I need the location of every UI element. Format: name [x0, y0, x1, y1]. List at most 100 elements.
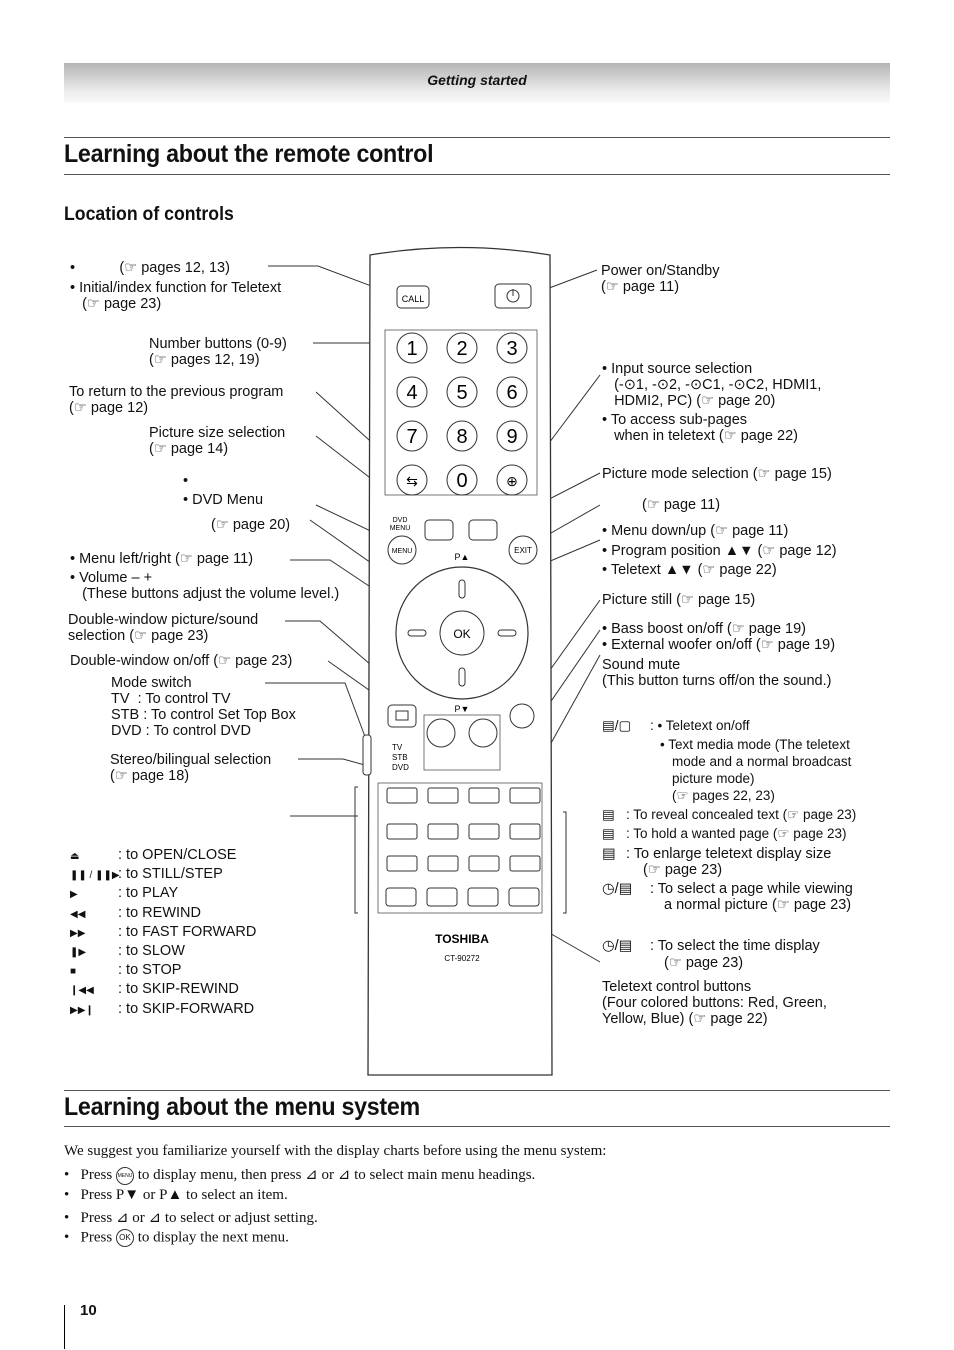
dvd-op-row: ■ : to STOP	[70, 962, 181, 978]
dvd-menu-label: MENU	[390, 525, 411, 532]
label-double-window-onoff: Double-window on/off (☞ page 23)	[70, 653, 293, 669]
digit-button	[396, 376, 428, 408]
dvd-menu-label: DVD	[393, 517, 408, 524]
brand-logo: TOSHIBA	[435, 932, 489, 946]
label-menu-lr: (These buttons adjust the volume level.)	[70, 586, 340, 602]
page-number: 10	[80, 1302, 97, 1319]
dvd-control-button	[427, 823, 459, 840]
digit-button	[396, 332, 428, 364]
dvd-op-text: : to FAST FORWARD	[118, 923, 257, 940]
label-dvd-menu: •	[183, 473, 189, 489]
label-menu-lr: • Volume – +	[70, 570, 153, 586]
label-return: To return to the previous program	[69, 384, 284, 400]
digit-label: 8	[456, 426, 467, 448]
digit-button	[396, 420, 428, 452]
label-mode-switch: STB : To control Set Top Box	[111, 707, 296, 723]
label-power: Power on/Standby	[601, 263, 720, 279]
rule	[64, 137, 890, 138]
dvd-op-row: ◀◀: to REWIND	[70, 905, 201, 921]
label-menu-updown: • Menu down/up (☞ page 11)	[602, 523, 789, 539]
dvd-op-text: : to STILL/STEP	[118, 866, 223, 883]
menu-bullet-text: to select main menu headings.	[354, 1167, 536, 1183]
label-input: • To access sub-pages	[602, 412, 748, 428]
dvd-op-row: ▶▶❙: to SKIP-FORWARD	[70, 1001, 254, 1017]
menu-bullet-text: to select or adjust setting.	[164, 1210, 318, 1226]
label-select-page: : To select a page while viewing	[650, 881, 853, 897]
label-bass-boost: • Bass boost on/off (☞ page 19)	[602, 621, 807, 637]
digit-label: 5	[456, 382, 467, 404]
dvd-op-icon: ■	[70, 966, 77, 978]
dvd-op-text: : to STOP	[118, 962, 182, 979]
menu-bullet: • Press MENU to display menu, then press…	[64, 1166, 536, 1185]
section-title: Location of controls	[64, 204, 234, 225]
label-exit: (☞ page 11)	[642, 497, 721, 513]
label-teletext-control: (Four colored buttons: Red, Green,	[602, 995, 827, 1011]
rule	[64, 1090, 890, 1091]
dvd-op-row: ▶▶ : to FAST FORWARD	[70, 924, 256, 940]
dvd-control-button	[509, 787, 541, 804]
dvd-op-row: ⏏: to OPEN/CLOSE	[70, 847, 236, 863]
reveal-icon: ▤	[602, 807, 615, 822]
label-input: HDMI2, PC) (☞ page 20)	[602, 393, 776, 409]
menu-bullet-text: Press	[80, 1167, 113, 1183]
menu-bullet-text: Press	[80, 1229, 113, 1246]
digit-button	[446, 464, 478, 496]
label-picture-still: Picture still (☞ page 15)	[602, 592, 756, 608]
menu-bullet-text: or	[132, 1210, 145, 1226]
dvd-op-row: ▶: to PLAY	[70, 885, 178, 901]
dvd-op-text: : to SKIP-REWIND	[118, 981, 239, 998]
vol-plus-icon: ⊿	[337, 1167, 351, 1183]
dvd-control-button	[468, 823, 500, 840]
switch-stb-label: STB	[392, 753, 408, 762]
label-picture-size: Picture size selection	[149, 425, 286, 441]
label-enlarge: (☞ page 23)	[643, 862, 723, 878]
clock-icon: ◷/▤	[602, 938, 633, 954]
p-down-label: P▼	[455, 704, 470, 714]
dvd-op-icon: ❚▶	[70, 947, 87, 958]
label-mode-switch: Mode switch	[111, 675, 192, 691]
label-double-window: selection (☞ page 23)	[68, 628, 209, 644]
page-title: Learning about the remote control	[64, 140, 434, 168]
menu-bullet-text: or	[321, 1167, 335, 1183]
label-menu-updown: • Teletext ▲▼ (☞ page 22)	[602, 562, 777, 578]
digit-label: 6	[506, 382, 517, 404]
clock-icon: ◷/▤	[602, 881, 633, 897]
label-teletext: : • Teletext on/off	[650, 718, 750, 733]
menu-bullet: • Press ⊿ or ⊿ to select or adjust setti…	[64, 1210, 318, 1226]
dvd-op-icon: ▶▶	[70, 927, 86, 939]
menu-bullet: • Press OK to display the next menu.	[64, 1229, 289, 1247]
dvd-op-text: : to SLOW	[118, 943, 185, 959]
label-stereo: Stereo/bilingual selection	[110, 752, 272, 768]
label-enlarge: : To enlarge teletext display size	[626, 846, 832, 862]
menu-button-label: MENU	[392, 548, 413, 555]
digit-label: 4	[406, 382, 417, 404]
dvd-op-icon: ▶▶❙	[70, 1004, 94, 1016]
dvd-op-row: ❚❚ / ❚❚▶: to STILL/STEP	[70, 866, 223, 882]
model-number: CT-90272	[444, 954, 480, 963]
digit-button	[496, 376, 528, 408]
dvd-op-text: : to PLAY	[118, 885, 179, 902]
dvd-op-icon: ⏏	[70, 851, 80, 862]
svg-text:⊕: ⊕	[506, 473, 518, 489]
teletext-icon: ▤/▢	[602, 718, 632, 733]
label-teletext: picture mode)	[672, 771, 755, 786]
svg-text:⇆: ⇆	[406, 473, 418, 489]
label-input: (-⊙1, -⊙2, -⊙C1, -⊙C2, HDMI1,	[602, 377, 822, 393]
label-double-window: Double-window picture/sound	[68, 612, 259, 628]
label-mode-switch: TV : To control TV	[111, 691, 231, 707]
label-bass-boost: • External woofer on/off (☞ page 19)	[602, 637, 836, 653]
exit-button-label: EXIT	[514, 546, 532, 555]
p-up-label: P▲	[455, 552, 470, 562]
switch-tv-label: TV	[392, 743, 403, 752]
hold-icon: ▤	[602, 826, 615, 841]
enlarge-icon: ▤	[602, 846, 616, 862]
digit-label: 1	[406, 338, 417, 360]
digit-label: 2	[456, 338, 467, 360]
vol-minus-icon: ⊿	[115, 1210, 129, 1226]
label-sound-mute: Sound mute	[602, 657, 681, 673]
digit-button	[496, 332, 528, 364]
label-number-buttons: Number buttons (0-9)	[149, 336, 287, 352]
dvd-control-button	[427, 855, 459, 872]
section-header: Getting started	[427, 72, 527, 88]
label-call: (☞ page 23)	[70, 296, 162, 312]
